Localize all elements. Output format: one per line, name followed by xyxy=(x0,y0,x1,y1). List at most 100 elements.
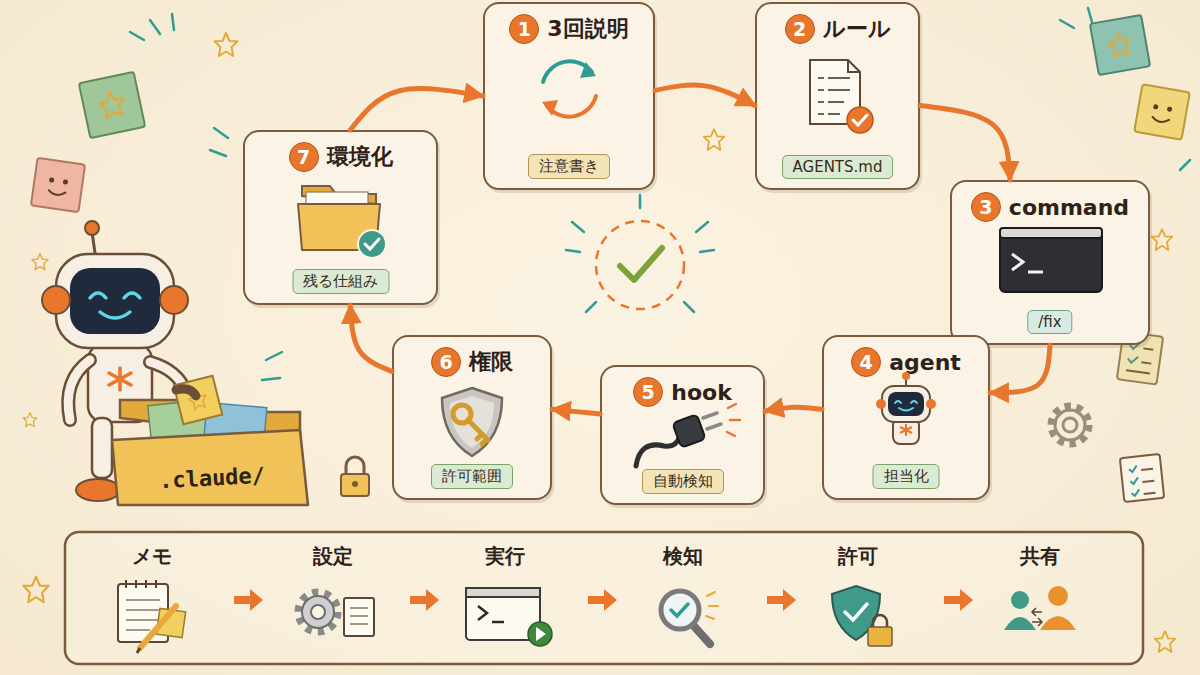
sticky-note xyxy=(79,72,145,138)
flow-step-label: 検知 xyxy=(663,543,703,570)
shield-lock-icon xyxy=(832,586,892,646)
list-doodle xyxy=(1129,465,1140,496)
notepad-icon xyxy=(156,608,185,637)
center-check xyxy=(620,248,662,280)
process-box: 13回説明注意書き xyxy=(483,2,655,190)
center-check xyxy=(572,222,584,232)
star-doodle xyxy=(23,577,48,602)
run-terminal-icon xyxy=(528,622,552,646)
notepad-icon xyxy=(118,584,168,642)
sticky-note xyxy=(79,72,145,138)
robot-mascot xyxy=(70,268,160,334)
flow-arrow xyxy=(767,589,796,611)
run-terminal-icon xyxy=(492,621,504,624)
list-doodle xyxy=(1120,454,1164,502)
flow-step-label: 設定 xyxy=(313,543,353,570)
robot-mascot xyxy=(150,362,186,392)
spark-lines xyxy=(150,20,160,34)
tag-label: 残る仕組み xyxy=(292,269,389,294)
robot-mascot xyxy=(150,362,186,392)
people-icon xyxy=(1004,617,1036,630)
checklist-note xyxy=(1126,346,1153,373)
folder-illustration xyxy=(112,376,308,505)
step-number: 1 xyxy=(509,14,539,44)
robot-mascot xyxy=(68,360,90,420)
box-header: 5hook xyxy=(602,377,763,407)
folder-illustration xyxy=(174,376,222,424)
gear-doodle xyxy=(1055,410,1085,440)
folder-label: .claude/ xyxy=(158,463,265,494)
lock-doodle xyxy=(341,474,369,496)
step-number: 2 xyxy=(785,14,815,44)
center-check xyxy=(566,195,714,312)
robot-mascot xyxy=(92,232,95,253)
folder-illustration xyxy=(187,388,209,410)
cycle-arrow xyxy=(990,345,1050,393)
gear-doodle xyxy=(1052,407,1088,443)
sticky-note xyxy=(31,158,85,212)
robot-mascot xyxy=(85,221,99,235)
folder-illustration xyxy=(148,398,223,453)
bottom-band xyxy=(65,532,1143,664)
tag-label: /fix xyxy=(1027,310,1072,334)
center-check xyxy=(696,222,708,232)
process-box: 6権限許可範囲 xyxy=(392,335,552,500)
star-doodle xyxy=(32,254,48,270)
box-header: 13回説明 xyxy=(485,14,653,44)
star-doodle xyxy=(1155,631,1176,652)
notepad-icon xyxy=(126,600,160,630)
flow-arrow xyxy=(410,589,439,611)
spark-lines xyxy=(130,8,1190,380)
process-box: 7環境化残る仕組み xyxy=(243,130,438,305)
spark-lines xyxy=(1088,8,1092,22)
sticky-note xyxy=(1134,84,1190,140)
center-check xyxy=(586,302,596,312)
cycle-arrow xyxy=(350,305,392,371)
robot-mascot xyxy=(42,221,188,501)
run-terminal-icon xyxy=(478,606,487,620)
lock-doodle xyxy=(352,481,358,487)
sticky-note xyxy=(97,89,127,119)
step-number: 4 xyxy=(851,347,881,377)
star-doodle xyxy=(23,413,37,427)
magnifier-icon xyxy=(706,592,718,619)
gear-icon xyxy=(350,608,368,624)
gear-icon xyxy=(311,605,325,619)
people-icon xyxy=(1004,586,1076,630)
flow-arrow xyxy=(944,589,973,611)
flow-arrow xyxy=(588,589,617,611)
magnifier-icon xyxy=(661,591,718,644)
sticky-note xyxy=(63,179,69,185)
robot-mascot xyxy=(90,293,140,298)
process-box: 5hook 自動検知 xyxy=(600,365,765,505)
run-terminal-icon xyxy=(466,588,540,597)
flow-step-label: 共有 xyxy=(1020,543,1060,570)
sticky-note xyxy=(1090,15,1150,75)
gear-icon xyxy=(302,596,334,628)
shield-lock-icon xyxy=(832,586,880,640)
tag-label: 自動検知 xyxy=(642,469,724,494)
box-title: command xyxy=(1009,195,1129,220)
step-number: 6 xyxy=(431,347,461,377)
shield-lock-icon xyxy=(868,627,892,646)
people-icon xyxy=(1011,591,1029,609)
center-check xyxy=(700,250,714,252)
step-number: 3 xyxy=(971,192,1001,222)
tag-label: 担当化 xyxy=(873,464,940,489)
sticky-note xyxy=(31,158,85,212)
bottom-band xyxy=(65,532,1143,664)
flow-arrow xyxy=(234,589,973,611)
tag-label: 許可範囲 xyxy=(431,464,513,489)
notepad-icon xyxy=(118,580,186,653)
run-terminal-icon xyxy=(466,588,540,640)
process-box: 2ルールAGENTS.md xyxy=(755,2,920,190)
cycle-arrow xyxy=(920,105,1010,180)
cycle-arrow xyxy=(655,85,755,105)
magnifier-icon xyxy=(692,624,710,644)
gear-icon xyxy=(344,598,374,636)
star-doodle xyxy=(704,129,725,150)
gear-icon xyxy=(299,593,337,631)
robot-mascot xyxy=(42,286,70,314)
run-terminal-icon xyxy=(536,627,546,641)
spark-lines xyxy=(210,150,226,156)
